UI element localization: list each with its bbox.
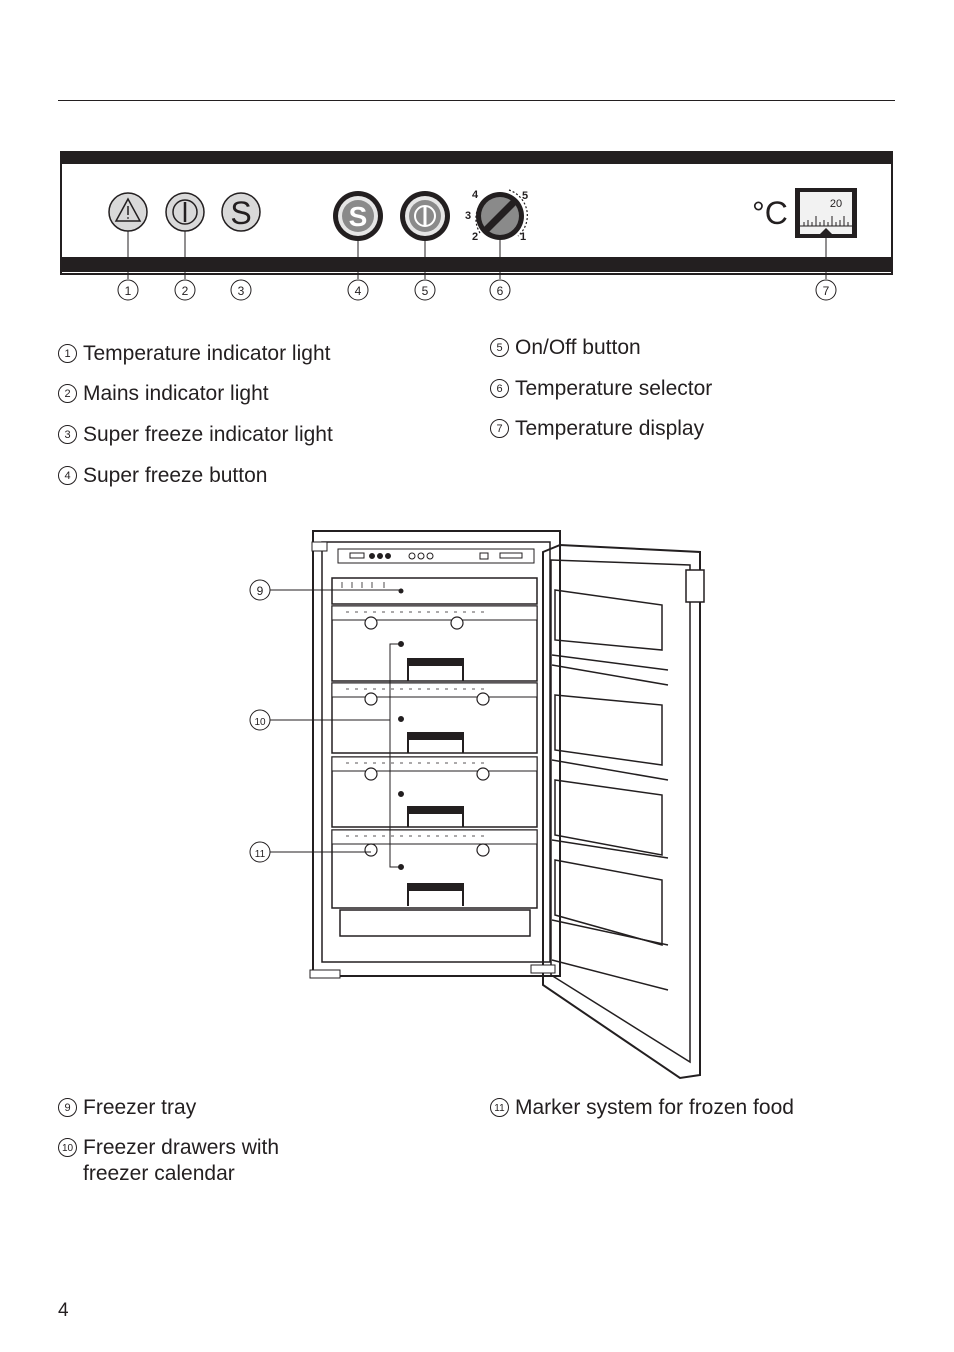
legend-num-11: 11 (490, 1098, 509, 1117)
legend-text-6: Temperature selector (515, 377, 713, 400)
legend-num-4: 4 (58, 466, 77, 485)
indicator-s-letter: S (230, 195, 251, 231)
legend-num-10: 10 (58, 1138, 77, 1157)
legend-text-10: Freezer drawers with freezer calendar (83, 1136, 280, 1185)
super-button-letter: S (349, 201, 368, 232)
super-freeze-indicator-icon: S (221, 192, 261, 232)
legend-text-9: Freezer tray (83, 1096, 197, 1119)
legend-num-9: 9 (58, 1098, 77, 1117)
legend-item-4: 4 Super freeze button (58, 463, 267, 489)
legend-num-2: 2 (58, 384, 77, 403)
legend-num-6: 6 (490, 379, 509, 398)
legend-text-3: Super freeze indicator light (83, 423, 333, 446)
mains-indicator-icon (165, 192, 205, 232)
legend-num-5: 5 (490, 338, 509, 357)
on-off-button[interactable] (400, 191, 450, 241)
legend-item-11: 11 Marker system for frozen food (490, 1095, 794, 1121)
callout-2: 2 (182, 284, 189, 298)
callout-10: 10 (254, 717, 266, 728)
selector-mark-1: 1 (520, 231, 526, 243)
legend-num-1: 1 (58, 344, 77, 363)
callout-1: 1 (125, 284, 132, 298)
display-scale-value: 20 (830, 198, 842, 210)
selector-mark-2: 2 (472, 231, 478, 243)
temperature-selector-dial[interactable]: 1 2 3 4 5 (465, 189, 528, 243)
legend-item-6: 6 Temperature selector (490, 376, 712, 402)
legend-item-1: 1 Temperature indicator light (58, 341, 330, 367)
celsius-symbol: °C (752, 195, 788, 231)
temperature-display: 20 (795, 188, 857, 238)
legend-item-2: 2 Mains indicator light (58, 381, 269, 407)
callout-5: 5 (422, 284, 429, 298)
callout-9: 9 (257, 584, 264, 598)
callout-7: 7 (823, 284, 830, 298)
legend-text-4: Super freeze button (83, 464, 268, 487)
legend-item-7: 7 Temperature display (490, 416, 704, 442)
legend-text-2: Mains indicator light (83, 382, 269, 405)
callout-3: 3 (238, 284, 245, 298)
legend-num-7: 7 (490, 419, 509, 438)
legend-item-3: 3 Super freeze indicator light (58, 422, 333, 448)
page-number: 4 (58, 1300, 69, 1321)
legend-item-9: 9 Freezer tray (58, 1095, 196, 1121)
callout-6: 6 (497, 284, 504, 298)
legend-text-5: On/Off button (515, 336, 641, 359)
selector-mark-5: 5 (522, 190, 528, 202)
callout-11: 11 (255, 849, 266, 860)
header-rule (58, 100, 895, 101)
legend-num-3: 3 (58, 425, 77, 444)
control-panel-illustration: S S 1 2 3 4 5 °C 20 (60, 151, 893, 301)
super-freeze-button[interactable]: S (333, 191, 383, 241)
legend-text-11: Marker system for frozen food (515, 1096, 794, 1119)
warning-indicator-icon (108, 192, 148, 232)
legend-text-1: Temperature indicator light (83, 342, 331, 365)
selector-mark-4: 4 (472, 189, 479, 201)
legend-item-5: 5 On/Off button (490, 335, 641, 361)
legend-text-7: Temperature display (515, 417, 705, 440)
selector-mark-3: 3 (465, 210, 471, 222)
callout-4: 4 (355, 284, 362, 298)
legend-item-10: 10 Freezer drawers with freezer calendar (58, 1135, 318, 1187)
